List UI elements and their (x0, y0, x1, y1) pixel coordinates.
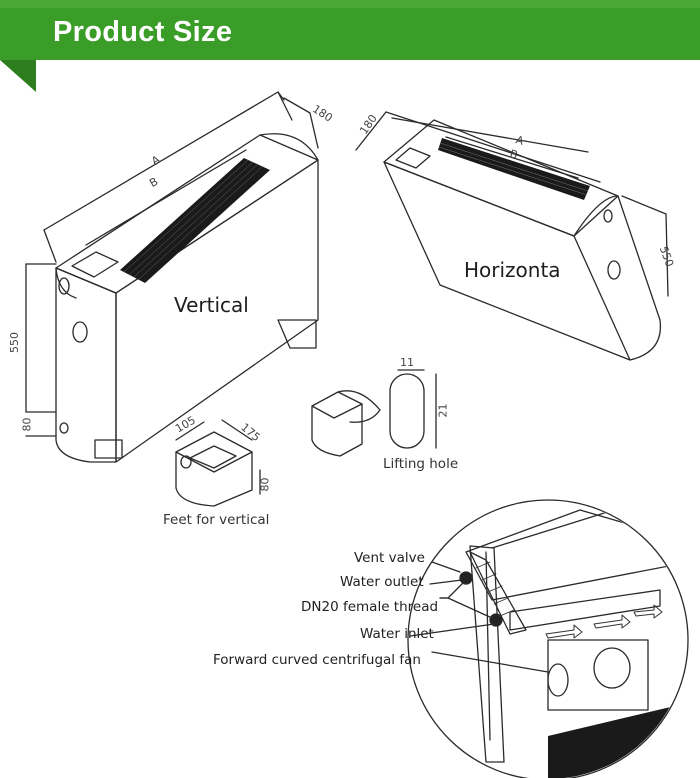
caption-lifting-hole: Lifting hole (383, 456, 459, 472)
callout-water-outlet: Water outlet (340, 574, 424, 590)
callout-water-inlet: Water inlet (360, 626, 434, 642)
dim-feet-height: 80 (258, 477, 272, 492)
header-banner (0, 0, 700, 92)
page-title: Product Size (53, 16, 233, 48)
caption-feet: Feet for vertical (163, 512, 270, 528)
vertical-view-label: Vertical (174, 293, 249, 317)
vertical-unit-drawing (25, 91, 319, 463)
callout-vent-valve: Vent valve (354, 550, 425, 566)
lifting-bracket-drawing (311, 390, 381, 457)
feet-drawing (175, 419, 261, 507)
horizontal-unit-drawing (355, 111, 669, 361)
dim-hole-width: 11 (400, 356, 414, 369)
detail-circle (407, 499, 689, 778)
dim-hole-height: 21 (436, 403, 450, 418)
callout-dn20-thread: DN20 female thread (301, 599, 439, 615)
lifting-hole-drawing (389, 369, 437, 449)
dim-height-vertical: 550 (8, 332, 21, 353)
callout-fan: Forward curved centrifugal fan (213, 652, 421, 668)
dim-leg-height: 80 (20, 417, 34, 432)
horizontal-view-label: Horizonta (464, 258, 561, 282)
